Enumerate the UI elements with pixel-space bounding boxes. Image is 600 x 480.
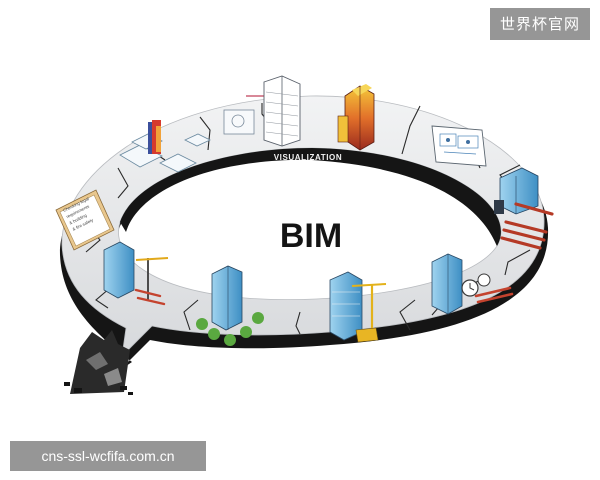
- operation-building-icon: [196, 265, 264, 346]
- conceptual-design-icon: [119, 120, 211, 173]
- watermark-bottom-left: cns-ssl-wcfifa.com.cn: [10, 441, 206, 471]
- watermark-top-right: 世界杯官网: [490, 8, 590, 40]
- construction-logistics-icon: [431, 253, 514, 315]
- analysis-building-icon: [337, 84, 375, 151]
- diagram-title: BIM: [280, 217, 342, 255]
- demolition-rubble-icon: [64, 330, 133, 395]
- renovation-icon: [103, 241, 169, 306]
- ring-label-visualization: VISUALIZATION: [274, 153, 343, 162]
- construction-crane-icon: [329, 271, 387, 343]
- detailed-design-icon: [223, 75, 301, 147]
- programming-checklist-icon: Checking legal requirements & building &…: [55, 189, 115, 251]
- floor-plan-icon: [431, 125, 487, 167]
- ring-inner-lip: [120, 148, 501, 246]
- fabrication-icon: [494, 167, 554, 250]
